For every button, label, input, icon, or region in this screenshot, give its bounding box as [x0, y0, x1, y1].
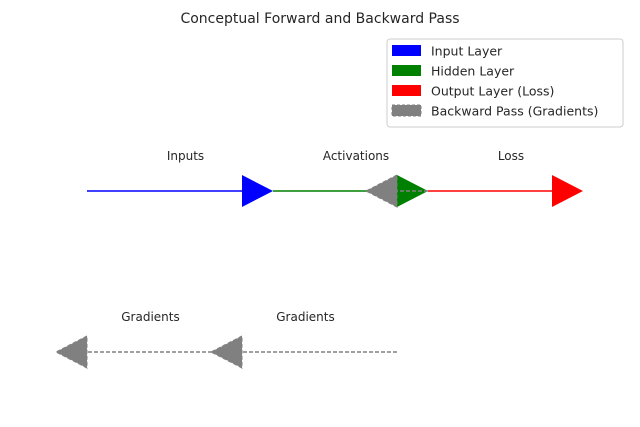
legend-label: Hidden Layer: [431, 64, 515, 79]
diagram-title: Conceptual Forward and Backward Pass: [180, 11, 459, 27]
legend-label: Output Layer (Loss): [431, 84, 554, 99]
backward-label-2: Gradients: [121, 310, 179, 324]
legend-label: Input Layer: [431, 44, 503, 59]
legend-label: Backward Pass (Gradients): [431, 104, 598, 119]
forward-label-2: Loss: [498, 149, 524, 163]
legend-swatch: [392, 65, 421, 76]
forward-arrow-0: [87, 175, 273, 207]
arrows-layer: [54, 174, 583, 369]
legend-swatch: [392, 45, 421, 56]
forward-label-1: Activations: [323, 149, 389, 163]
legend-entry-0: Input Layer: [392, 44, 503, 59]
forward-arrow-1: [273, 175, 428, 207]
backward-arrow-head: [364, 174, 398, 208]
legend-frame: [386, 38, 624, 128]
legend-entry-2: Output Layer (Loss): [392, 84, 554, 99]
backward-arrow-0: [364, 174, 428, 208]
backward-arrow-head: [54, 335, 88, 369]
backward-arrow-2: [54, 335, 242, 369]
forward-arrow-head: [552, 175, 583, 207]
forward-label-0: Inputs: [167, 149, 204, 163]
legend-swatch: [392, 85, 421, 96]
legend-entry-1: Hidden Layer: [392, 64, 515, 79]
legend-entry-3: Backward Pass (Gradients): [391, 104, 598, 119]
legend-swatch: [391, 104, 422, 117]
backward-label-1: Gradients: [276, 310, 334, 324]
forward-arrow-head: [242, 175, 273, 207]
forward-arrow-2: [428, 175, 583, 207]
